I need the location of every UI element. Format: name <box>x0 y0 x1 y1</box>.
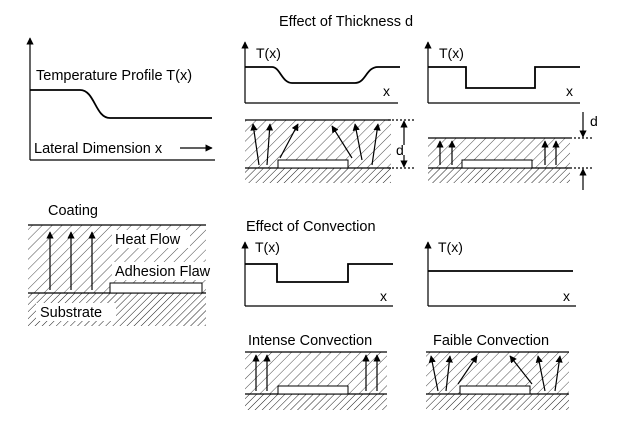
heat-flow-arrow <box>457 355 478 385</box>
thin-plot-y-label: T(x) <box>256 45 281 61</box>
thick-coating-heat-arrows <box>436 140 560 165</box>
intense-convection-plot: T(x) x <box>241 239 393 307</box>
heat-flow-arrow <box>250 123 260 166</box>
faible-coating-substrate <box>426 394 569 410</box>
thin-coating-plot: T(x) x <box>241 41 400 104</box>
heat-flow-arrow <box>352 123 363 161</box>
faible-convection-label: Faible Convection <box>433 333 549 349</box>
thick-plot-profile-curve <box>428 66 580 89</box>
convection-section-title: Effect of Convection <box>246 219 376 235</box>
intense-plot-x-label: x <box>380 288 387 304</box>
intense-heat-arrows <box>252 354 381 391</box>
adhesion-flaw-label: Adhesion Flaw <box>115 264 211 280</box>
thick-plot-y-label: T(x) <box>439 45 464 61</box>
thick-dimension-label: d <box>590 113 598 129</box>
intense-convection-label: Intense Convection <box>248 333 372 349</box>
faible-plot-x-label: x <box>563 288 570 304</box>
thickness-section-title: Effect of Thickness d <box>279 14 413 30</box>
faible-coating-flaw <box>459 385 531 395</box>
substrate-label: Substrate <box>40 305 102 321</box>
thin-coating-flaw <box>277 159 349 169</box>
thin-plot-x-label: x <box>383 83 390 99</box>
thick-coating-plot: T(x) x <box>424 41 580 104</box>
thick-coating-substrate <box>428 168 570 183</box>
intense-coating-substrate <box>245 394 387 410</box>
intense-plot-profile-curve <box>245 263 393 283</box>
intense-convection-section <box>245 351 387 410</box>
thin-coating-section: d <box>245 119 414 183</box>
thin-plot-profile-curve <box>245 66 400 84</box>
thick-coating-section: d <box>428 112 598 190</box>
heat-flow-arrows <box>46 231 96 290</box>
heat-flow-arrow <box>535 355 546 392</box>
heat-flow-arrow <box>428 355 439 392</box>
heat-flow-arrow <box>445 355 453 392</box>
faible-convection-plot: T(x) x <box>424 239 576 307</box>
heat-flow-arrow <box>279 123 299 159</box>
temperature-profile-label: Temperature Profile T(x) <box>36 68 192 84</box>
lateral-dimension-label: Lateral Dimension x <box>34 141 163 157</box>
thick-coating-flaw <box>461 159 533 169</box>
heat-flow-label: Heat Flow <box>115 232 181 248</box>
thin-dimension-label: d <box>396 142 404 158</box>
substrate-label-bg <box>36 303 116 321</box>
temperature-profile-curve <box>30 89 212 119</box>
thick-plot-x-label: x <box>566 83 573 99</box>
heat-flow-arrow <box>554 355 563 392</box>
heat-flow-arrow <box>331 125 353 159</box>
coating-cross-section: Coating Heat Flow Adhesion Flaw Substrat… <box>28 203 220 326</box>
heat-flow-label-bg <box>112 230 190 248</box>
faible-plot-y-label: T(x) <box>438 239 463 255</box>
temperature-profile-plot: Temperature Profile T(x) Lateral Dimensi… <box>26 37 215 161</box>
thin-coating-heat-arrows <box>250 123 381 166</box>
adhesion-flaw <box>109 282 203 294</box>
thin-coating-substrate <box>245 168 391 183</box>
heat-flow-arrow <box>509 355 533 385</box>
heat-flow-arrow <box>265 123 274 166</box>
adhesion-flaw-label-bg <box>112 262 220 280</box>
faible-convection-section <box>426 351 569 410</box>
intense-plot-y-label: T(x) <box>255 239 280 255</box>
coating-label: Coating <box>48 203 98 219</box>
heat-flow-arrow <box>371 123 381 166</box>
intense-coating-flaw <box>277 385 349 395</box>
faible-heat-arrows <box>428 355 563 392</box>
